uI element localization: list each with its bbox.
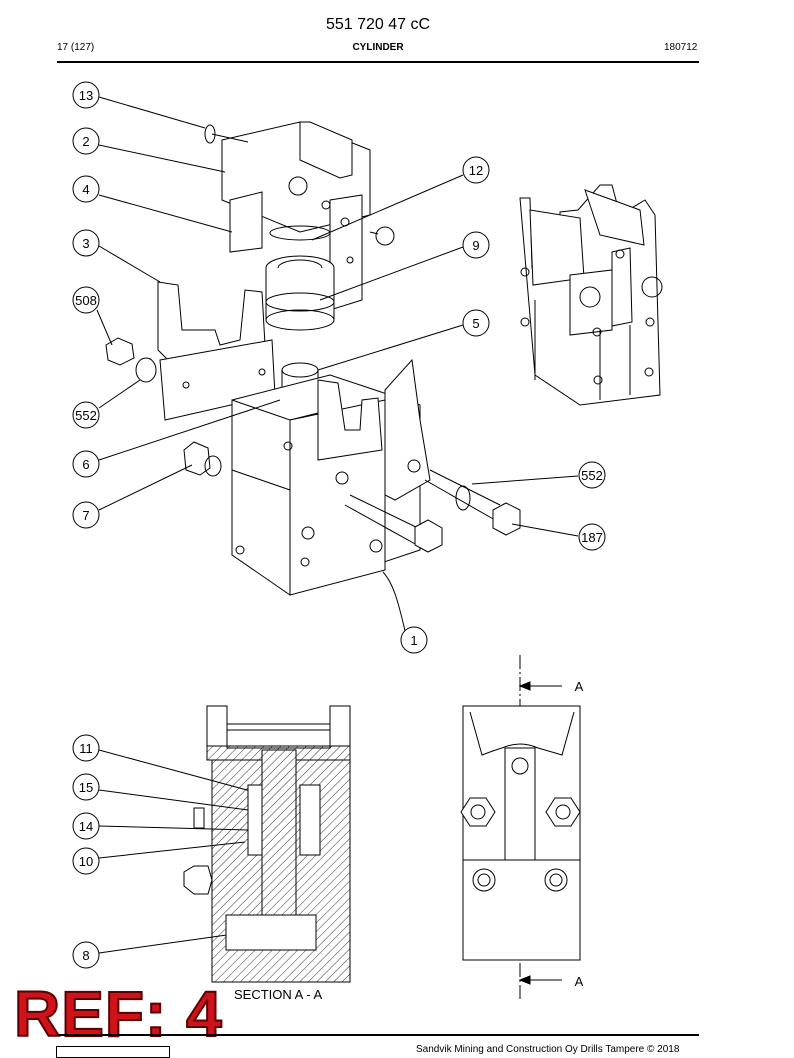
front-view [460,655,581,1000]
callout-6: 6 [82,457,89,472]
header-rule [57,61,699,63]
nut-right-upper [545,797,581,827]
page-count: 17 (127) [57,42,95,53]
nut-left-lower [472,868,496,892]
cylinder-body-part [231,358,431,596]
nut-right-lower [544,868,568,892]
section-marker-top: A [575,679,584,694]
footer-logo-box [56,1046,170,1058]
clip-ring-part [269,225,395,246]
callouts [72,81,606,969]
footer-copyright: Sandvik Mining and Construction Oy Drill… [416,1044,680,1055]
callout-552-right: 552 [581,468,603,483]
ref-stamp: REF: 4 [13,978,223,1050]
callout-552: 552 [75,408,97,423]
section-view [183,705,351,983]
header-date: 180712 [664,42,698,53]
callout-8: 8 [82,948,89,963]
nut-left-upper [460,797,496,827]
assembled-view [519,184,663,406]
callout-12: 12 [469,163,483,178]
page-title: CYLINDER [352,42,404,53]
document-number: 551 720 47 cC [325,16,431,33]
footer-rule [57,1034,699,1036]
section-label: SECTION A - A [234,987,323,1002]
callout-2: 2 [82,134,89,149]
callout-508: 508 [75,293,97,308]
section-marker-bottom: A [575,974,584,989]
fitting-part [183,441,222,477]
bolt-part [344,469,521,553]
callout-7: 7 [82,508,89,523]
callout-1: 1 [410,633,417,648]
callout-4: 4 [82,182,89,197]
piston-part [265,255,335,331]
callout-187: 187 [581,530,603,545]
callout-3: 3 [82,236,89,251]
callout-10: 10 [79,854,93,869]
callout-15: 15 [79,780,93,795]
callout-13: 13 [79,88,93,103]
callout-14: 14 [79,819,93,834]
callout-9: 9 [472,238,479,253]
callout-5: 5 [472,316,479,331]
callout-11: 11 [79,741,93,756]
